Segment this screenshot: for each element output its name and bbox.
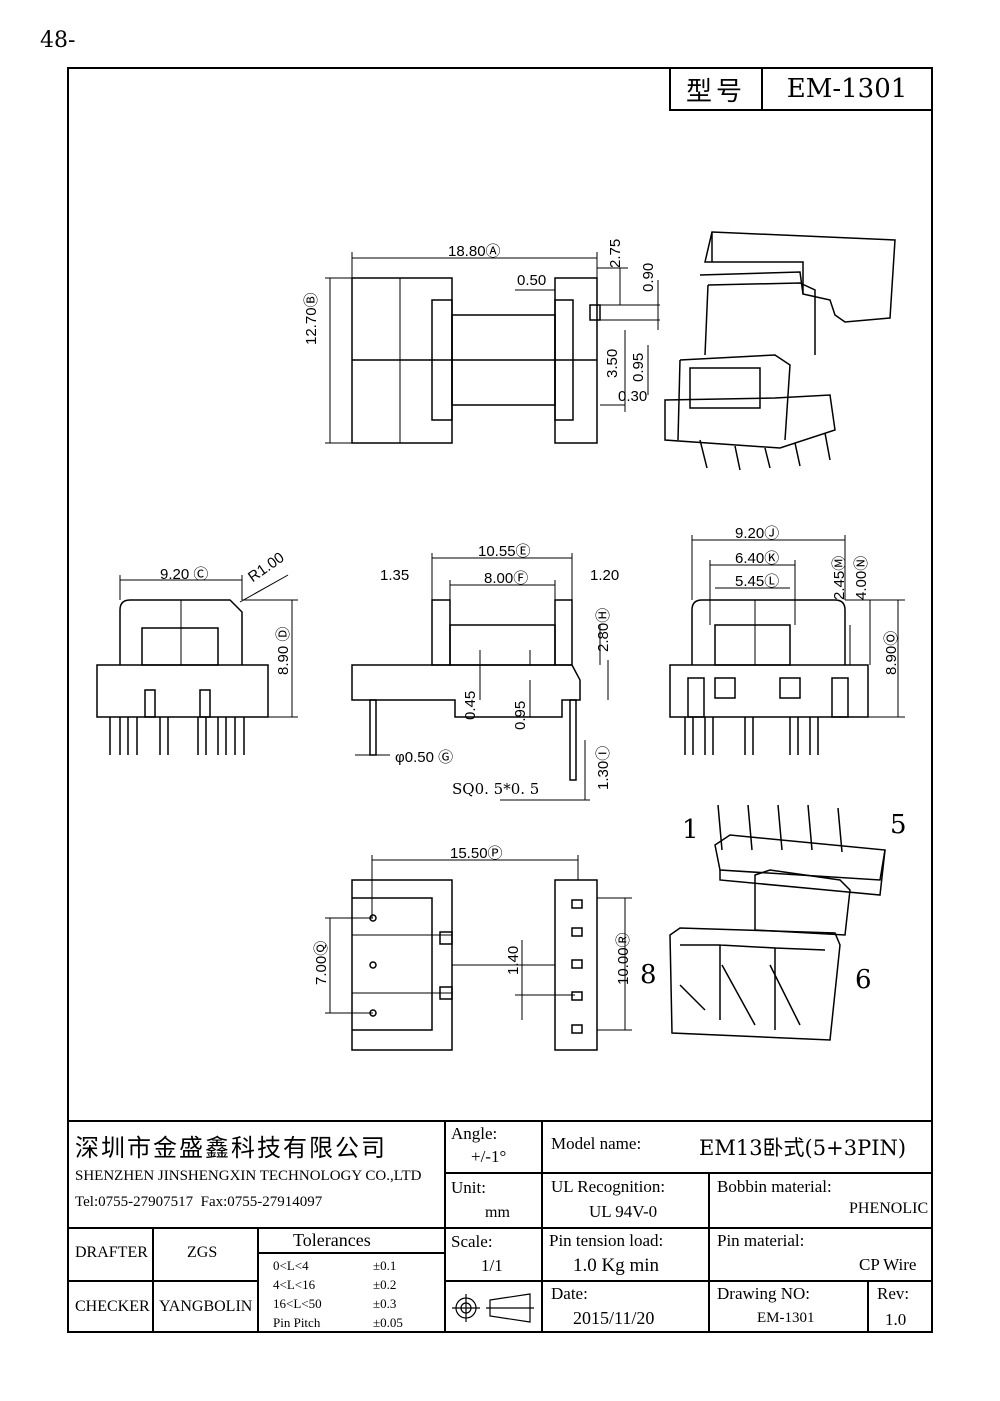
iso-view-bottom [669,804,886,1041]
dim-c: 9.20 Ⓒ [160,566,209,583]
tolerance-range: Pin Pitch [273,1315,321,1330]
page-number: 48- [40,28,76,53]
tolerance-value: ±0.2 [373,1277,397,1292]
dim-120: 1.20 [590,567,620,584]
angle-label: Angle: [451,1124,498,1143]
bottom-view [325,855,632,1051]
pin-material-value: CP Wire [859,1255,917,1274]
pin-label-5: 5 [890,810,907,840]
model-number-box: 型号 EM-1301 [669,69,931,111]
model-label: 型号 [671,69,763,109]
dim-135: 1.35 [380,567,410,584]
dim-r: R1.00 [245,549,288,586]
date-value: 2015/11/20 [573,1308,655,1328]
scale-label: Scale: [451,1232,493,1251]
dim-a: 18.80Ⓐ [448,243,501,260]
tolerances-values: ±0.1 ±0.2 ±0.3 ±0.05 [373,1256,403,1332]
model-name-value: EM13卧式(5+3PIN) [699,1136,907,1160]
dim-275: 2.75 [607,238,624,268]
company-name-en: SHENZHEN JINSHENGXIN TECHNOLOGY CO.,LTD [75,1168,422,1184]
dim-rr: 10.00Ⓡ [615,932,632,985]
drafter-label: DRAFTER [75,1244,148,1261]
pin-tension-label: Pin tension load: [549,1231,664,1250]
dim-j: 9.20Ⓙ [735,525,780,542]
dim-o: 8.90Ⓞ [883,630,900,675]
checker-label: CHECKER [75,1298,150,1315]
dim-f: 8.00Ⓕ [484,570,529,587]
dim-sq: SQ0. 5*0. 5 [452,780,540,798]
tolerances-ranges: 0<L<4 4<L<16 16<L<50 Pin Pitch [273,1256,322,1332]
pin-tension-value: 1.0 Kg min [573,1255,660,1276]
tolerance-range: 4<L<16 [273,1277,316,1292]
pin-label-6: 6 [855,965,872,995]
dim-030: 0.30 [618,388,648,405]
pin-material-label: Pin material: [717,1231,805,1250]
pin-label-1: 1 [682,815,699,845]
dim-n: 4.00Ⓝ [853,555,870,600]
tolerance-range: 0<L<4 [273,1258,309,1273]
dim-d: 8.90 Ⓓ [275,626,292,675]
tolerance-value: ±0.1 [373,1258,397,1273]
scale-value: 1/1 [481,1256,503,1275]
rev-value: 1.0 [885,1310,907,1329]
company-name-cn: 深圳市金盛鑫科技有限公司 [75,1134,387,1162]
rev-label: Rev: [877,1284,910,1303]
dim-p: 15.50Ⓟ [450,845,503,862]
dim-050: 0.50 [517,272,547,289]
tolerances-title: Tolerances [293,1230,371,1250]
dim-090: 0.90 [640,262,657,292]
projection-symbol-icon [452,1293,534,1323]
drawing-frame [67,67,933,1333]
drawing-no-label: Drawing NO: [717,1284,811,1303]
dim-095: 0.95 [630,352,647,382]
date-label: Date: [551,1284,588,1303]
dim-m: 2.45Ⓜ [831,555,848,600]
ul-label: UL Recognition: [551,1177,666,1196]
back-view [669,535,905,755]
drafter-value: ZGS [187,1244,218,1261]
dim-095b: 0.95 [512,700,529,730]
iso-view-top [664,231,896,471]
top-view [325,252,660,444]
dim-l: 5.45Ⓛ [735,573,780,590]
tolerance-range: 16<L<50 [273,1296,322,1311]
dim-q: 7.00Ⓠ [313,940,330,985]
dim-e: 10.55Ⓔ [478,543,531,560]
tolerance-value: ±0.05 [373,1315,403,1330]
model-name-label: Model name: [551,1134,642,1153]
pin-label-8: 8 [640,960,657,990]
company-tel-fax: Tel:0755-27907517 Fax:0755-27914097 [75,1194,323,1210]
model-value: EM-1301 [786,74,908,104]
ul-value: UL 94V-0 [589,1202,658,1221]
title-block: 深圳市金盛鑫科技有限公司 SHENZHEN JINSHENGXIN TECHNO… [67,1120,933,1333]
angle-value: +/-1° [471,1147,507,1166]
bobbin-material-label: Bobbin material: [717,1177,832,1196]
dim-k: 6.40Ⓚ [735,550,780,567]
checker-value: YANGBOLIN [159,1298,253,1315]
dim-140: 1.40 [505,945,522,975]
tolerance-value: ±0.3 [373,1296,397,1311]
side-view [351,553,609,801]
drawing-no-value: EM-1301 [757,1310,815,1326]
dim-b: 12.70Ⓑ [303,292,320,345]
unit-label: Unit: [451,1178,486,1197]
unit-value: mm [485,1204,510,1221]
dim-h: 2.80Ⓗ [595,607,612,652]
dim-350: 3.50 [604,348,621,378]
dim-i: 1.30Ⓘ [595,745,612,790]
bobbin-material-value: PHENOLIC [849,1200,929,1217]
front-view [96,574,298,755]
dim-g: φ0.50 Ⓖ [395,749,454,766]
dim-045: 0.45 [462,690,479,720]
